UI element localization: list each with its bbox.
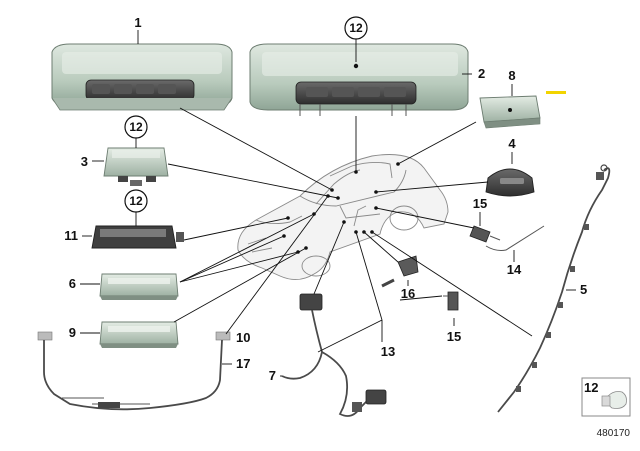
courtesy-lamp-8 — [479, 91, 566, 129]
part-label-10: 10 — [236, 330, 250, 345]
rear-roof-light-unit — [249, 43, 469, 116]
part-label-15-lower: 15 — [447, 329, 461, 344]
bulb-legend-label: 12 — [584, 380, 598, 395]
part-label-14: 14 — [507, 262, 522, 277]
lamp-6 — [99, 273, 179, 300]
part-label-7: 7 — [269, 368, 276, 383]
bulb-ref-lower-label: 12 — [129, 194, 143, 208]
wiring-harness-17 — [37, 331, 231, 411]
bulb-ref-circle-mid: 12 — [124, 115, 148, 139]
diagram-code: 480170 — [597, 428, 631, 439]
part-label-13: 13 — [381, 344, 395, 359]
connector-15-upper — [469, 225, 501, 243]
part-label-11: 11 — [64, 228, 78, 243]
front-roof-light-unit — [51, 43, 233, 111]
bulb-ref-circle-top: 12 — [344, 16, 368, 40]
dome-light-4 — [485, 168, 535, 197]
part-label-1: 1 — [134, 15, 141, 30]
lamp-11 — [91, 225, 184, 249]
bulb-ref-mid-label: 12 — [129, 120, 143, 134]
part-label-2: 2 — [478, 66, 485, 81]
bulb-ref-top-label: 12 — [349, 21, 363, 35]
part-label-8: 8 — [508, 68, 515, 83]
bracket-16 — [381, 255, 419, 288]
cable-5 — [497, 164, 611, 413]
part-label-5: 5 — [580, 282, 587, 297]
part-label-6: 6 — [69, 276, 76, 291]
part-label-16: 16 — [401, 286, 415, 301]
part-label-15-upper: 15 — [473, 196, 487, 211]
bulb-ref-circle-lower: 12 — [124, 189, 148, 213]
part-label-9: 9 — [69, 325, 76, 340]
car-outline — [237, 154, 449, 280]
bulb-legend-box — [581, 377, 631, 417]
part-label-4: 4 — [508, 136, 516, 151]
part-label-3: 3 — [81, 154, 88, 169]
part-label-17: 17 — [236, 356, 250, 371]
connector-15-lower — [443, 291, 459, 311]
lamp-9 — [99, 321, 179, 348]
leader-lines — [80, 30, 576, 377]
reading-light-3 — [103, 147, 169, 186]
wiring-harness-7 — [281, 293, 387, 417]
cable-14 — [485, 225, 545, 251]
